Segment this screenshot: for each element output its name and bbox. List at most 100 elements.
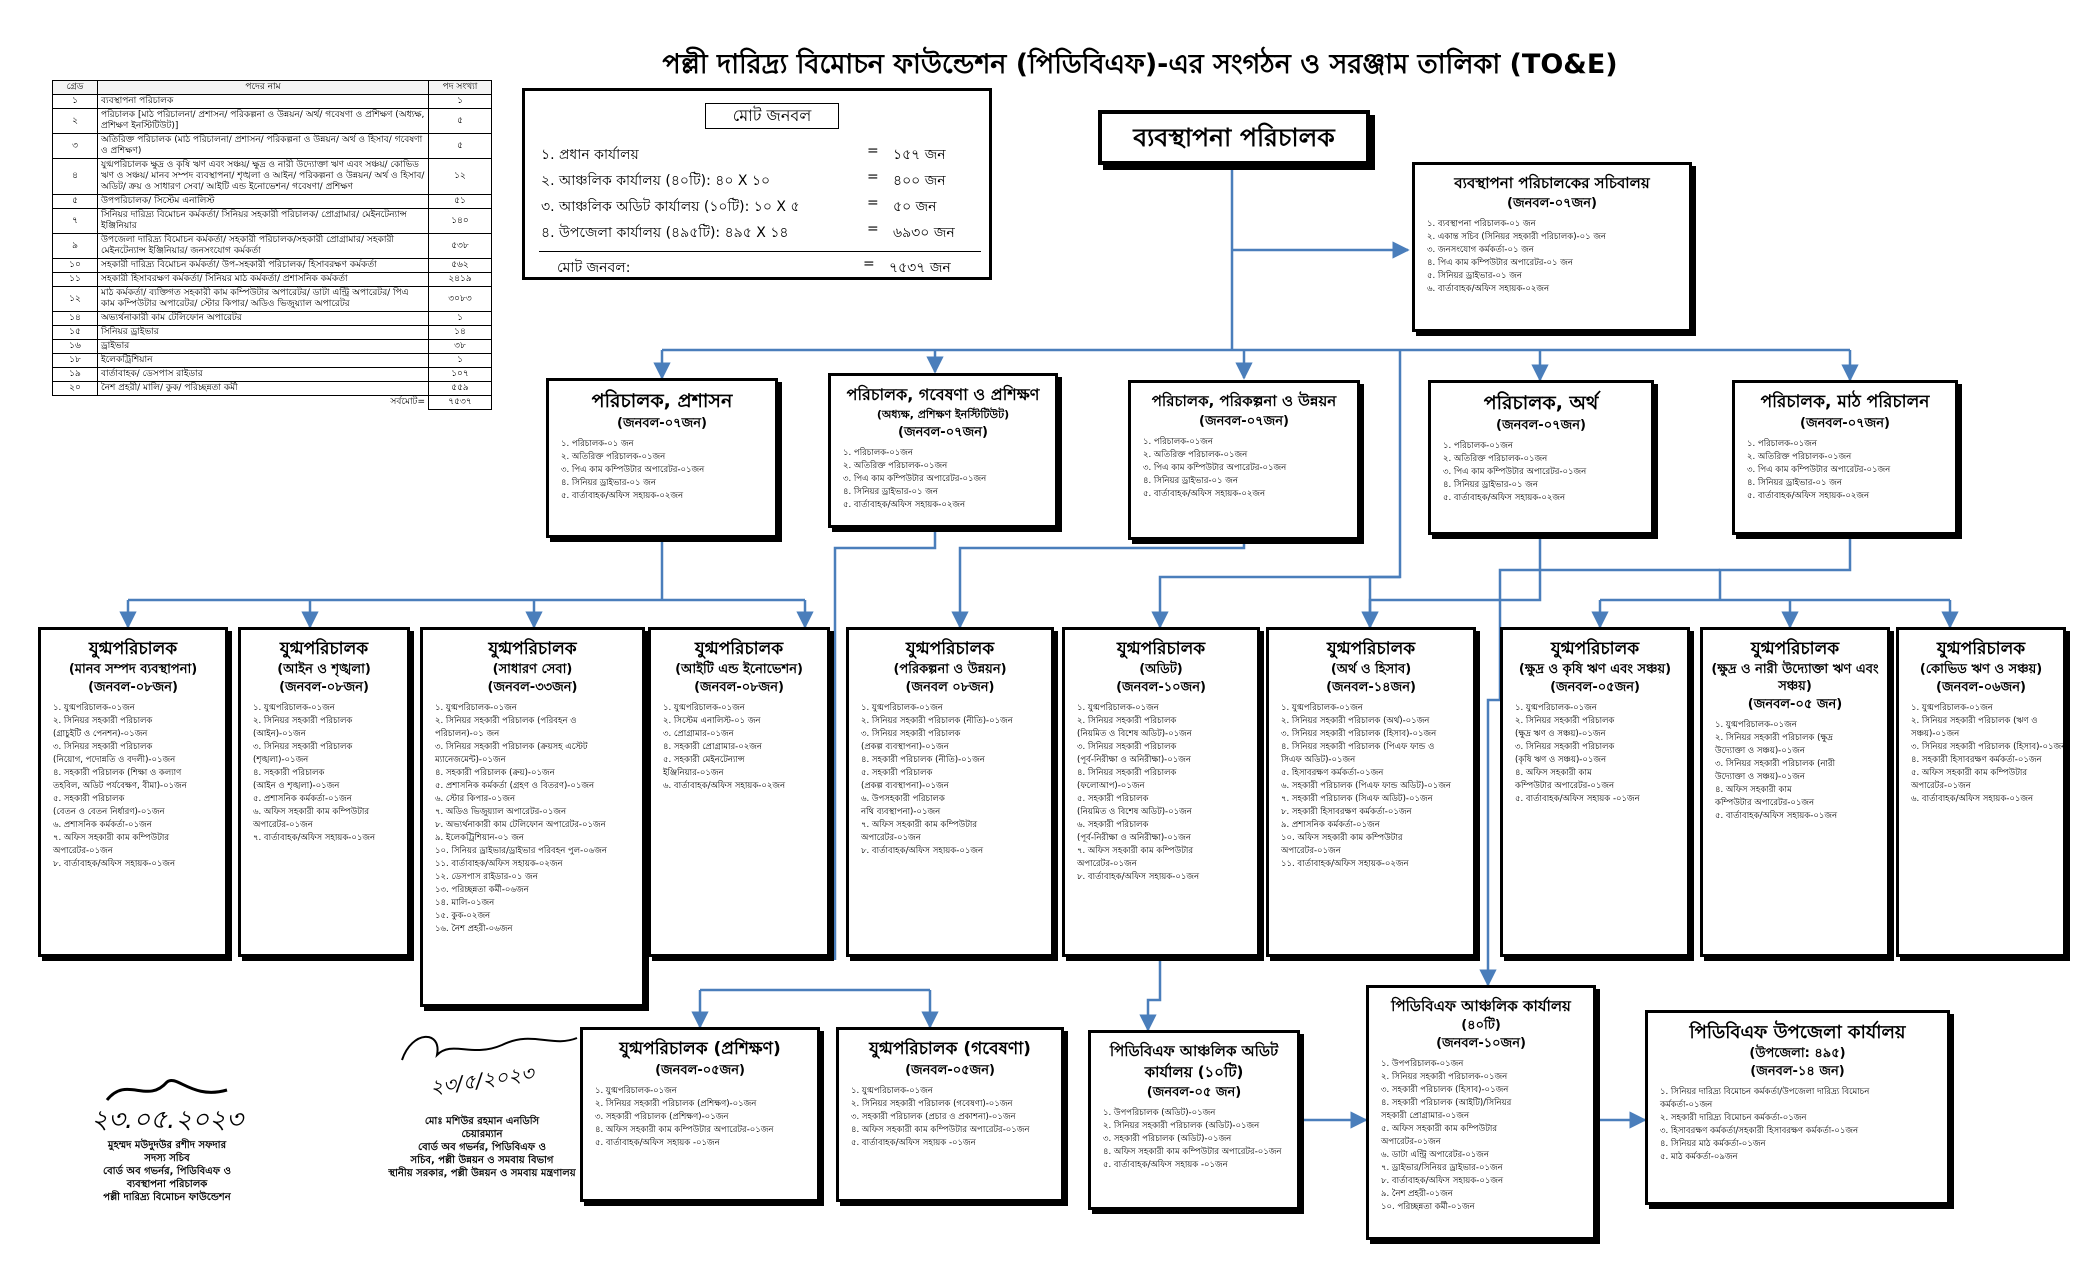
box-count: (উপজেলা: ৪৯৫) — [1749, 1046, 1846, 1061]
summary-row-label: ৩. আঞ্চলিক অডিট কার্যালয় (১০টি): ১০ X ৫ — [541, 199, 800, 215]
grade-cell-count: ১২ — [428, 158, 492, 195]
staff-item: অপারেটর-০১জন — [253, 820, 313, 830]
staff-item: (প্রকল্প ব্যবস্থাপনা)-০১জন — [861, 781, 949, 791]
summary-total-eq: = — [863, 256, 875, 272]
staff-item: ৪. সহকারী প্রোগ্রামার-০২জন — [663, 742, 762, 752]
staff-item: কম্পিউটার অপারেটর-০১জন — [1515, 781, 1615, 791]
staff-item: ১০. পরিচ্ছন্নতা কর্মী-০১জন — [1381, 1202, 1475, 1212]
staff-item: ৮. বার্তাবাহক/অফিস সহায়ক-০১জন — [53, 859, 176, 869]
staff-item: ইঞ্জিনিয়ার-০১জন — [663, 768, 724, 778]
summary-row-label: ২. আঞ্চলিক কার্যালয় (৪০টি): ৪০ X ১০ — [541, 173, 771, 189]
staff-item: ১. যুগ্মপরিচালক-০১জন — [1281, 703, 1363, 713]
staff-item: ৪. অফিস সহকারী কাম — [1515, 768, 1592, 778]
grade-cell-grade: ১০ — [52, 258, 98, 273]
signature-line: বোর্ড অব গভর্নর, পিডিবিএফ ও — [103, 1166, 231, 1177]
grade-cell-grade: ৭ — [52, 208, 98, 234]
staff-item: ৭. সহকারী পরিচালক (সিএফ অডিট)-০১জন — [1281, 794, 1433, 804]
staff-item: ৫. প্রশাসনিক কর্মকর্তা (গ্রহণ ও বিতরণ)-০… — [435, 781, 595, 791]
summary-row-value: ১৫৭ জন — [893, 147, 946, 163]
staff-item: পরিচালন)-০১ জন — [435, 729, 500, 739]
staff-item: ৩. সহকারী পরিচালক (প্রচার ও প্রকাশনা)-০১… — [851, 1112, 1016, 1122]
grade-cell-grade: ২০ — [52, 381, 98, 396]
grade-cell-grade: ১ — [52, 94, 98, 109]
staff-item: ২. সিনিয়র সহকারী পরিচালক (প্রশিক্ষণ)-০১… — [595, 1099, 757, 1109]
staff-item: ৪. সিনিয়র ড্রাইভার-০১ জন — [1143, 476, 1238, 486]
staff-item: ১০. সিনিয়র ড্রাইভার/ড্রাইভার পরিবহন পুল… — [435, 846, 607, 856]
signature-line: সদস্য সচিব — [144, 1153, 190, 1164]
signature-chairman: ২৩/৫/২০২৩ মোঃ মশিউর রহমান এনডিসি চেয়ারম… — [332, 1020, 632, 1180]
signature-member-secretary: ২৩.০৫.২০২৩ মুহম্মদ মউদুদউর রশীদ সফদার সদ… — [42, 1070, 292, 1204]
staff-item: ২. সিনিয়র সহকারী পরিচালক — [1077, 716, 1177, 726]
staff-item: সহকারী প্রোগ্রামার-০১জন — [1381, 1111, 1470, 1121]
staff-item: (শৃঙ্খলা)-০১জন — [253, 755, 309, 765]
staff-item: ৩. সহকারী পরিচালক (অডিট)-০১জন — [1103, 1134, 1232, 1144]
staff-item: ২. অতিরিক্ত পরিচালক-০১জন — [843, 461, 948, 471]
box-title: যুগ্মপরিচালক (প্রশিক্ষণ) — [619, 1039, 781, 1059]
staff-item: ৪. পিএ কাম কম্পিউটার অপারেটর-০১ জন — [1427, 258, 1573, 268]
staff-item: ৩. পিএ কাম কম্পিউটার অপারেটর-০১জন — [843, 474, 987, 484]
staff-item: ২. সিনিয়র সহকারী পরিচালক (অর্থ)-০১জন — [1281, 716, 1430, 726]
summary-total-value: ৭৫৩৭ জন — [889, 260, 951, 276]
staff-item: নথি ব্যবস্থাপনা)-০১জন — [861, 807, 941, 817]
staff-item: ৩. সিনিয়র সহকারী পরিচালক (হিসাব)-০১জন — [1281, 729, 1437, 739]
box-title: যুগ্মপরিচালক — [1326, 639, 1416, 659]
staff-item: ৪. সিনিয়র ড্রাইভার-০১ জন — [561, 478, 656, 488]
staff-item: সঞ্চয়)-০১জন — [1911, 729, 1960, 739]
box-title: পরিচালক, মাঠ পরিচালন — [1760, 392, 1930, 412]
signature-mark — [105, 1079, 228, 1101]
director-admin-box: পরিচালক, প্রশাসন(জনবল-০৭জন)১. পরিচালক-০১… — [546, 378, 778, 538]
signature-name-1: মুহম্মদ মউদুদউর রশীদ সফদার — [107, 1140, 227, 1151]
box-subtitle: (কোভিড ঋণ ও সঞ্চয়) — [1919, 662, 2043, 677]
staff-item: ২. সিনিয়র সহকারী পরিচালক (ক্ষুদ্র — [1715, 733, 1833, 743]
staff-item: ৬. সহকারী পরিচালক — [1077, 820, 1149, 830]
summary-row: ১. প্রধান কার্যালয়=১৫৭ জন — [541, 143, 981, 165]
staff-item: উদ্যোক্তা ও সঞ্চয়)-০১জন — [1715, 746, 1805, 756]
count-col-header: পদ সংখ্যা — [428, 80, 492, 95]
staff-item: ৩. সিনিয়র সহকারী পরিচালক — [861, 729, 961, 739]
grade-cell-grade: ৯ — [52, 233, 98, 259]
box-staff: (জনবল-১০জন) — [1436, 1036, 1526, 1051]
staff-item: ৩. সিনিয়র সহকারী পরিচালক (হিসাব)-০১জন — [1911, 742, 2067, 752]
staff-item: ২. অতিরিক্ত পরিচালক-০১জন — [1443, 454, 1548, 464]
box-staff: (জনবল-০৮জন) — [279, 680, 369, 695]
box-staff: (জনবল-০৫জন) — [1550, 680, 1640, 695]
staff-item: ৪. সহকারী পরিচালক (আইটি)/সিনিয়র — [1381, 1098, 1512, 1108]
director-planning-box: পরিচালক, পরিকল্পনা ও উন্নয়ন(জনবল-০৭জন)১… — [1128, 380, 1360, 540]
grade-cell-post: উপজেলা দারিদ্র্য বিমোচন কর্মকর্তা/ সহকার… — [97, 233, 429, 259]
staff-item: ৪. অফিস সহকারী কাম কম্পিউটার অপারেটর-০১জ… — [595, 1125, 774, 1135]
staff-item: ৩. প্রোগ্রামার-০১জন — [663, 729, 734, 739]
signature-line: চেয়ারম্যান — [461, 1129, 503, 1140]
staff-item: ২. একান্ত সচিব (সিনিয়র সহকারী পরিচালক)-… — [1427, 232, 1607, 242]
staff-item: অপারেটর-০১জন — [53, 846, 113, 856]
staff-item: ৯. প্রশাসনিক কর্মকর্তা-০১জন — [1281, 820, 1380, 830]
staff-item: ১০. অফিস সহকারী কাম কম্পিউটার — [1281, 833, 1403, 843]
staff-item: ৩. পিএ কাম কম্পিউটার অপারেটর-০১জন — [561, 465, 705, 475]
staff-item: ১. পরিচালক-০১জন — [1747, 439, 1817, 449]
box-title: যুগ্মপরিচালক — [279, 639, 369, 659]
managing-director-box: ব্যবস্থাপনা পরিচালক — [1098, 110, 1370, 165]
box-title: যুগ্মপরিচালক — [905, 639, 995, 659]
box-title: যুগ্মপরিচালক — [1936, 639, 2026, 659]
staff-item: ২. সিনিয়র সহকারী পরিচালক — [53, 716, 153, 726]
staff-item: (পূর্ব-নিরীক্ষা ও অনিরীক্ষা)-০১জন — [1077, 833, 1191, 843]
jd-training-box: যুগ্মপরিচালক (প্রশিক্ষণ)(জনবল-০৫জন)১. যু… — [580, 1027, 820, 1202]
staff-item: ৭. বার্তাবাহক/অফিস সহায়ক-০১জন — [253, 833, 376, 843]
summary-row-eq: = — [867, 143, 879, 159]
grade-total-value: ৭৫৩৭ — [428, 395, 492, 410]
staff-item: অপারেটর-০১জন — [1281, 846, 1341, 856]
summary-row-eq: = — [867, 195, 879, 211]
staff-item: ৫. বার্তাবাহক/অফিস সহায়ক -০১জন — [595, 1138, 720, 1148]
staff-item: (কৃষি ঋণ ও সঞ্চয়)-০১জন — [1515, 755, 1607, 765]
staff-item: ৫. বার্তাবাহক/অফিস সহায়ক-০২জন — [561, 491, 684, 501]
staff-item: ৪. অফিস সহকারী কাম কম্পিউটার অপারেটর-০১জ… — [851, 1125, 1030, 1135]
staff-item: ৬. সহকারী পরিচালক (পিএফ ফান্ড অডিট)-০১জন — [1281, 781, 1451, 791]
grade-cell-grade: ১১ — [52, 272, 98, 287]
staff-item: ১. যুগ্মপরিচালক-০১জন — [1715, 720, 1797, 730]
staff-item: অপারেটর-০১জন — [1911, 781, 1971, 791]
